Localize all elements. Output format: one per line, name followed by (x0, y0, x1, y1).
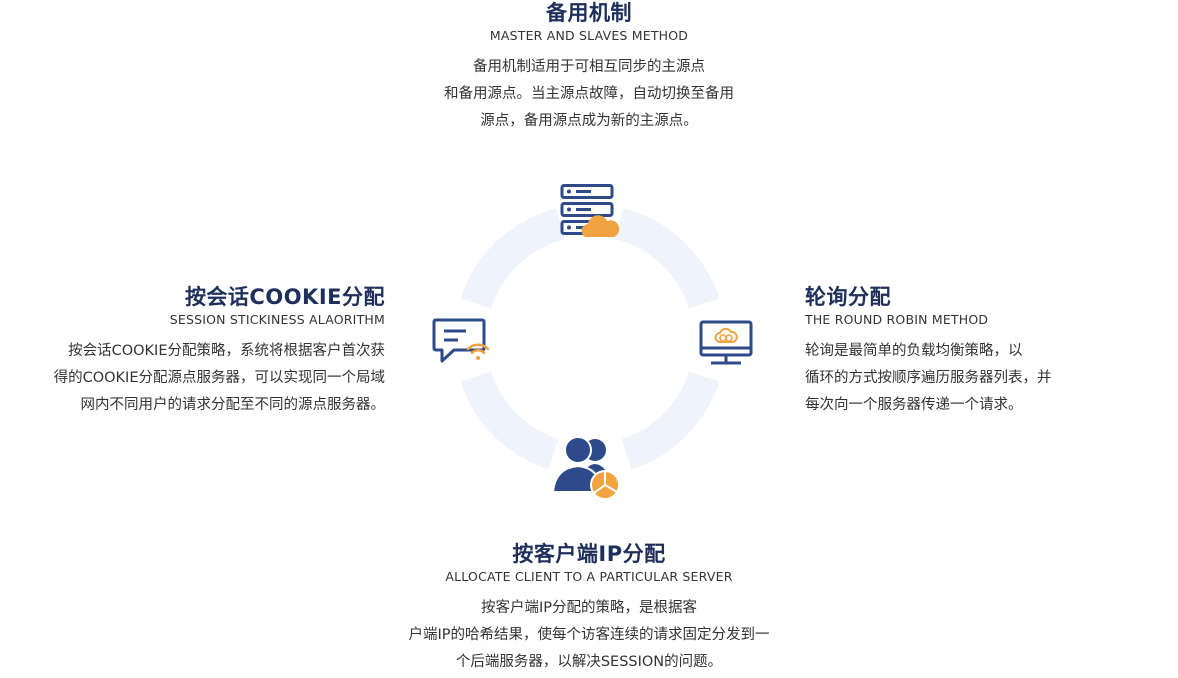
round-robin-section: 轮询分配 THE ROUND ROBIN METHOD 轮询是最简单的负载均衡策… (805, 284, 1145, 419)
session-cookie-title: 按会话COOKIE分配 (184, 285, 385, 309)
session-cookie-subtitle: SESSION STICKINESS ALAORITHM (169, 312, 385, 327)
master-slaves-subtitle: MASTER AND SLAVES METHOD (489, 28, 689, 43)
users-pie-icon (551, 436, 620, 500)
ring-arc-top-left (460, 208, 565, 309)
ring-arc-top-right (615, 208, 720, 309)
master-slaves-description: 备用机制适用于可相互同步的主源点 和备用源点。当主源点故障，自动切换至备用 源点… (389, 54, 789, 135)
ring-arc-bottom-left (460, 371, 559, 470)
description-line: 个后端服务器，以解决SESSION的问题。 (455, 654, 723, 670)
server-cloud-icon (560, 184, 620, 237)
ring-arc-bottom-right (621, 371, 720, 470)
round-robin-description: 轮询是最简单的负载均衡策略，以 循环的方式按顺序遍历服务器列表，并 每次向一个服… (805, 338, 1145, 419)
ring (460, 208, 720, 470)
description-line: 和备用源点。当主源点故障，自动切换至备用 (444, 86, 734, 102)
description-line: 网内不同用户的请求分配至不同的源点服务器。 (80, 397, 386, 413)
chat-wifi-icon (432, 318, 490, 363)
round-robin-subtitle: THE ROUND ROBIN METHOD (805, 312, 989, 327)
description-line: 源点，备用源点成为新的主源点。 (480, 113, 698, 129)
load-balancing-ring-diagram (432, 184, 753, 500)
client-ip-section: 按客户端IP分配 ALLOCATE CLIENT TO A PARTICULAR… (339, 541, 839, 676)
client-ip-subtitle: ALLOCATE CLIENT TO A PARTICULAR SERVER (445, 569, 733, 584)
client-ip-description: 按客户端IP分配的策略，是根据客 户端IP的哈希结果，使每个访客连续的请求固定分… (339, 595, 839, 676)
description-line: 户端IP的哈希结果，使每个访客连续的请求固定分发到一 (408, 627, 770, 643)
description-line: 轮询是最简单的负载均衡策略，以 (805, 343, 1023, 359)
description-line: 按客户端IP分配的策略，是根据客 (480, 600, 698, 616)
description-line: 每次向一个服务器传递一个请求。 (805, 397, 1023, 413)
master-slaves-title: 备用机制 (546, 1, 632, 25)
monitor-cloud-icon (699, 320, 753, 365)
master-slaves-section: 备用机制 MASTER AND SLAVES METHOD 备用机制适用于可相互… (389, 0, 789, 135)
description-line: 备用机制适用于可相互同步的主源点 (473, 59, 705, 75)
session-cookie-description: 按会话COOKIE分配策略，系统将根据客户首次获 得的COOKIE分配源点服务器… (0, 338, 385, 419)
description-line: 得的COOKIE分配源点服务器，可以实现同一个局域 (53, 370, 385, 386)
client-ip-title: 按客户端IP分配 (512, 542, 666, 566)
session-cookie-section: 按会话COOKIE分配 SESSION STICKINESS ALAORITHM… (0, 284, 385, 419)
description-line: 按会话COOKIE分配策略，系统将根据客户首次获 (68, 343, 385, 359)
description-line: 循环的方式按顺序遍历服务器列表，并 (805, 370, 1052, 386)
round-robin-title: 轮询分配 (805, 285, 891, 309)
